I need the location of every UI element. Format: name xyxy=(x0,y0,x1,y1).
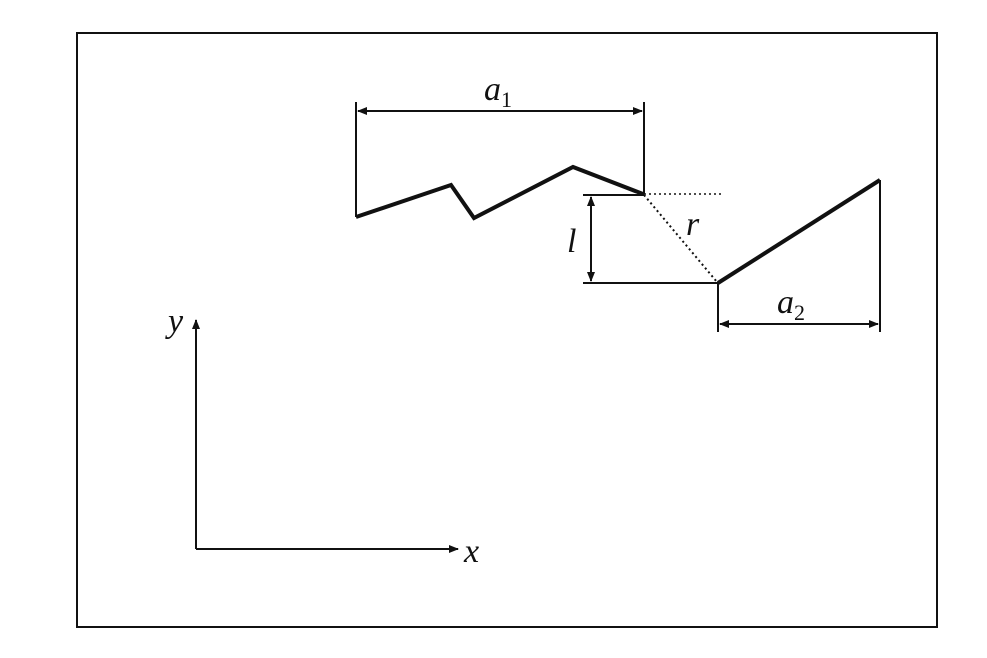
figure-frame xyxy=(76,32,938,628)
crack-segment-lower xyxy=(716,178,882,285)
y-axis-label: y xyxy=(165,303,184,340)
a2-label: a2 xyxy=(777,284,805,325)
a2-label-main: a xyxy=(777,284,794,321)
a1-label-main: a xyxy=(484,71,501,108)
a1-label: a1 xyxy=(484,71,512,112)
a1-label-subscript: 1 xyxy=(501,87,512,112)
x-axis-label: x xyxy=(463,533,479,570)
r-label: r xyxy=(686,206,700,243)
r-dotted-connector xyxy=(643,194,718,283)
l-label: l xyxy=(567,223,576,260)
a2-label-subscript: 2 xyxy=(794,300,805,325)
crack-segment-upper xyxy=(355,164,644,221)
